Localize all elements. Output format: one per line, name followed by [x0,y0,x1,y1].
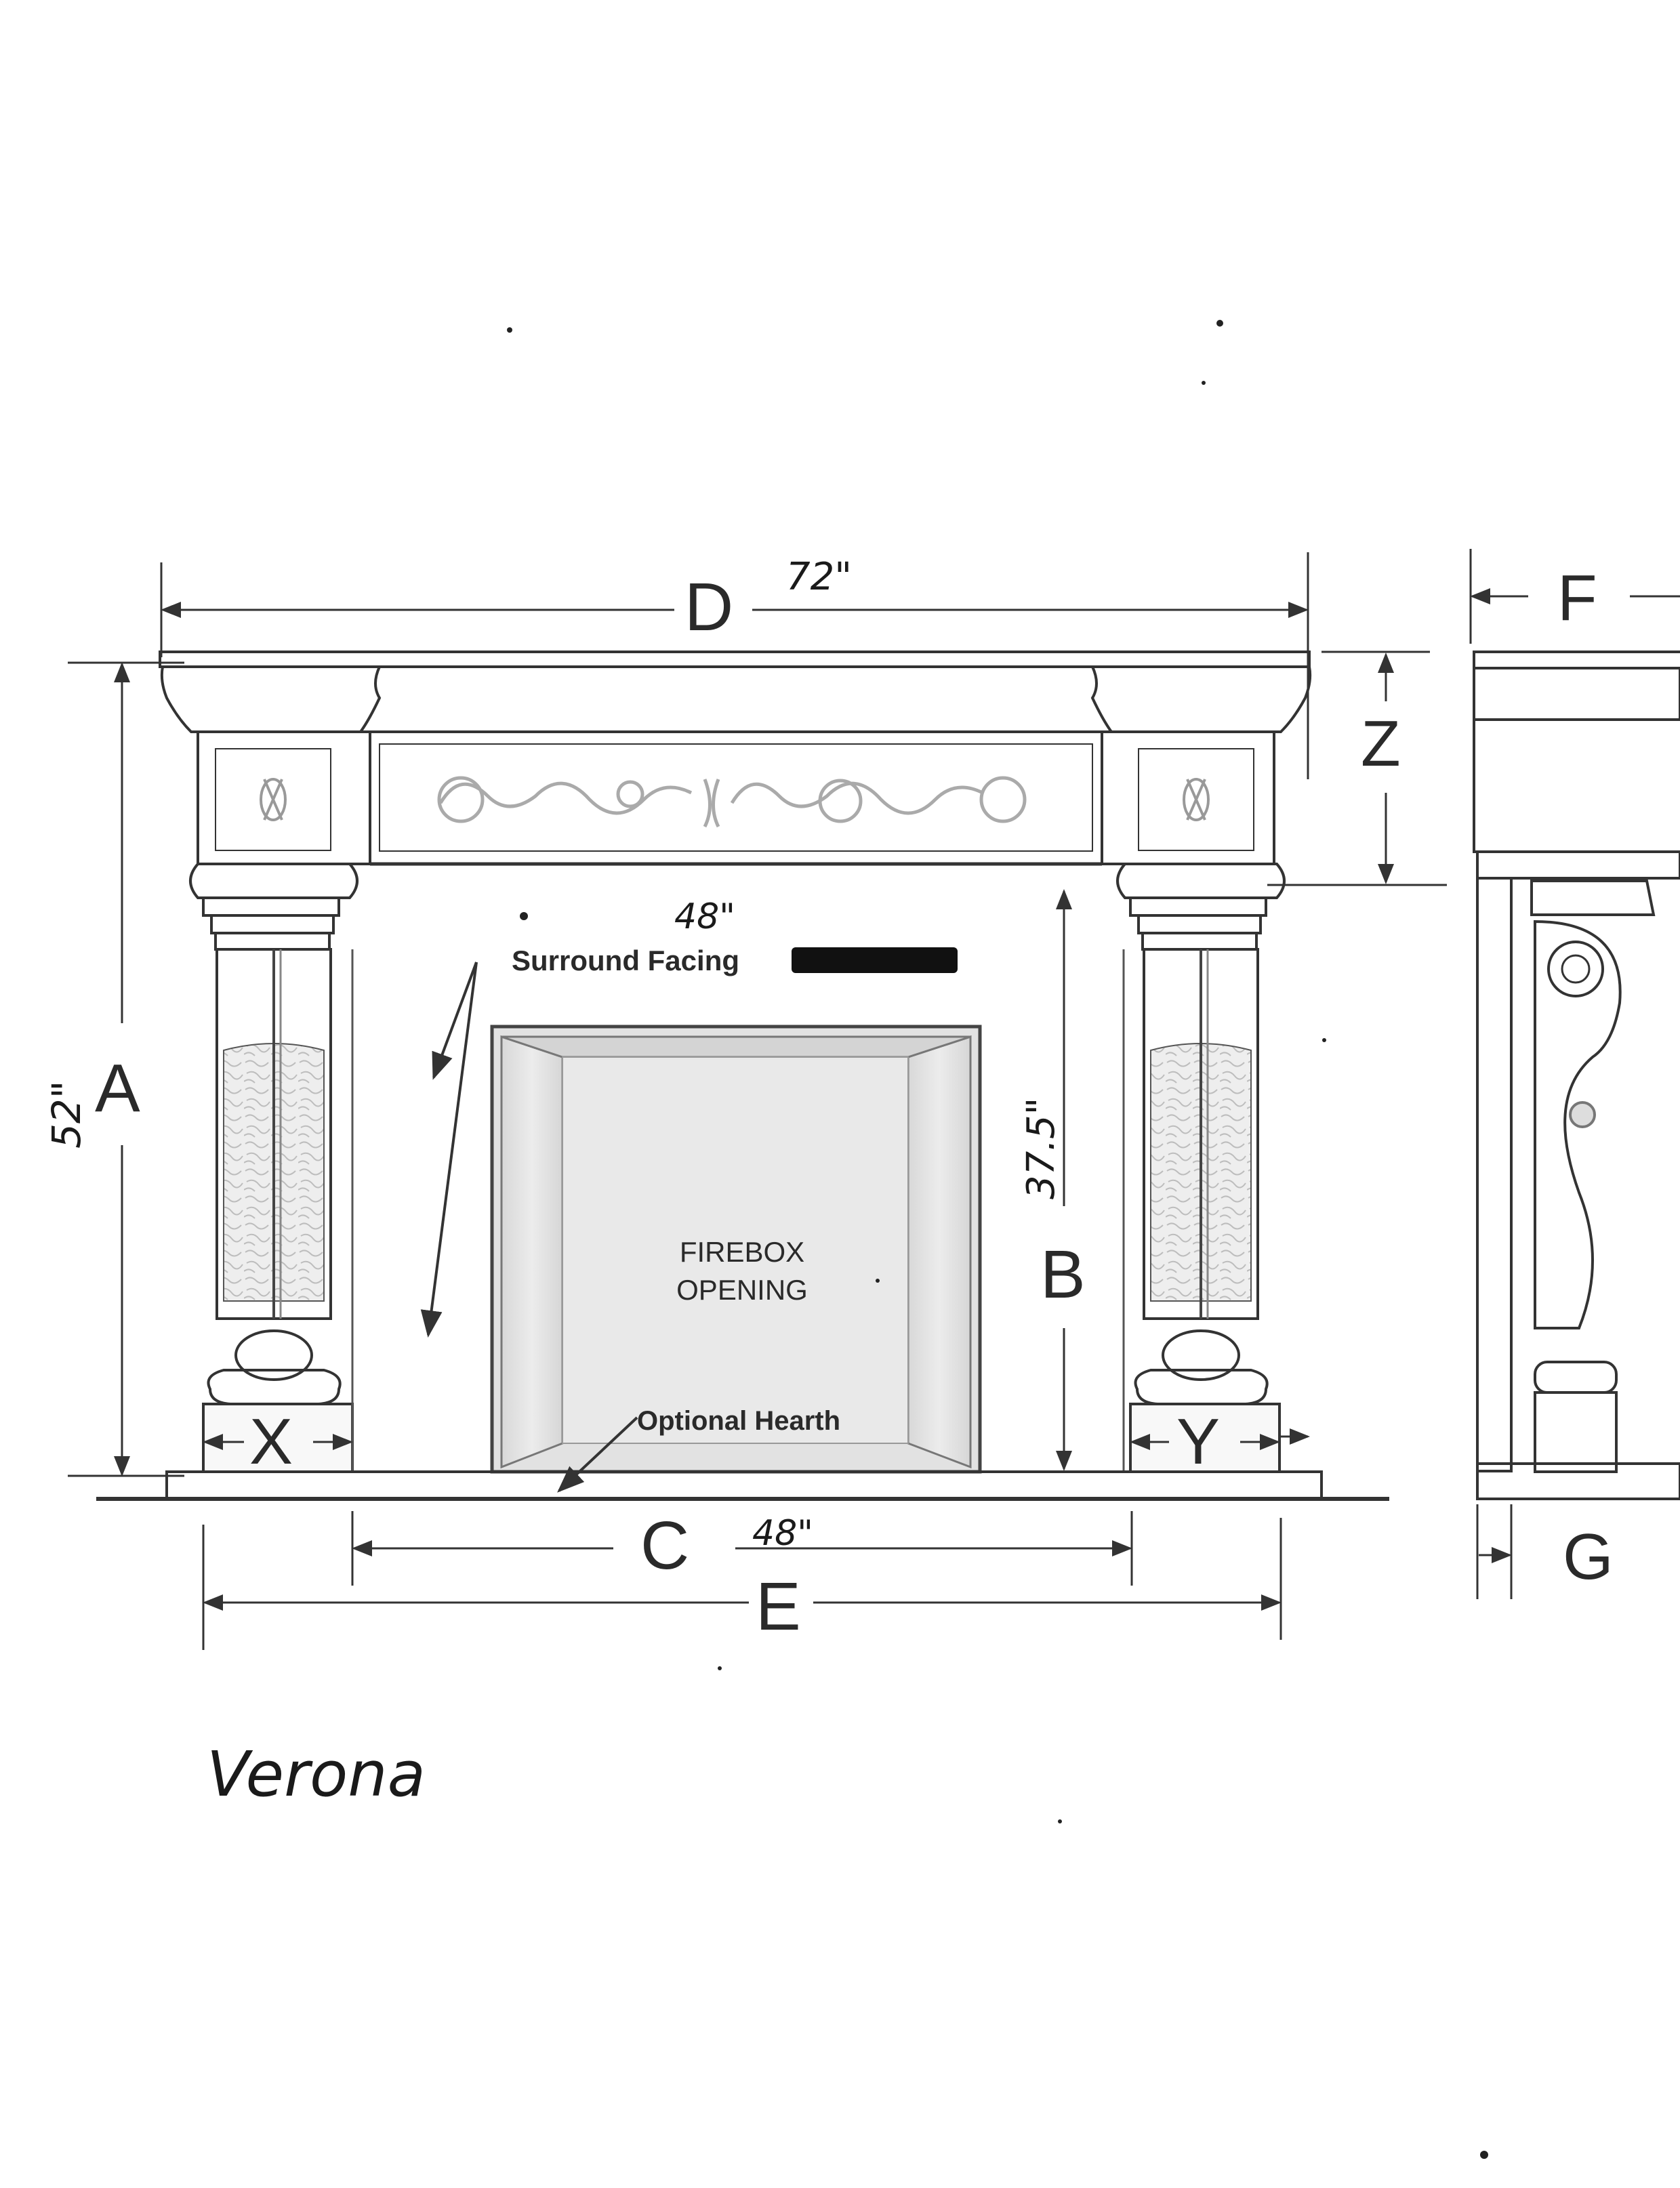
optional-hearth-label: Optional Hearth [637,1406,840,1436]
scan-specks [507,320,1488,2159]
handwritten-model-name: Verona [207,1738,426,1811]
surround-facing-label: Surround Facing [512,945,739,976]
dim-label-f: F [1557,562,1597,634]
right-column [1143,948,1259,1320]
front-elevation [96,651,1389,1501]
handwritten-opening-width: 48" [674,896,735,937]
left-column [216,948,332,1320]
dim-label-d: D [684,569,733,645]
left-capital [189,863,358,951]
dim-label-e: E [756,1569,801,1645]
mantel-shelf [159,651,1311,668]
side-elevation [1469,549,1680,1599]
dim-label-b: B [1040,1237,1086,1313]
firebox-label-line1: FIREBOX [680,1236,804,1268]
right-foot [1129,1329,1281,1473]
dimension-lines [68,552,1447,1650]
handwritten-c-value: 48" [752,1513,813,1554]
dim-label-c: C [640,1508,689,1584]
right-corbel-cap [1090,665,1312,733]
handwritten-a-value: 52" [43,1081,89,1149]
dim-label-a: A [95,1050,140,1126]
firebox [490,1025,982,1474]
hearth [165,1470,1323,1500]
right-capital [1116,863,1286,951]
dim-label-g: G [1563,1521,1614,1593]
right-corbel-block [1101,730,1275,865]
redacted-mark [792,947,958,973]
dim-label-x: X [249,1405,293,1478]
handwritten-b-value: 37.5" [1019,1098,1063,1199]
scroll-ornament [437,776,1027,828]
dim-label-y: Y [1176,1405,1220,1478]
firebox-label-line2: OPENING [676,1274,808,1306]
handwritten-d-value: 72" [786,555,852,599]
dim-label-z: Z [1361,707,1401,780]
left-corbel-cap [160,665,382,733]
